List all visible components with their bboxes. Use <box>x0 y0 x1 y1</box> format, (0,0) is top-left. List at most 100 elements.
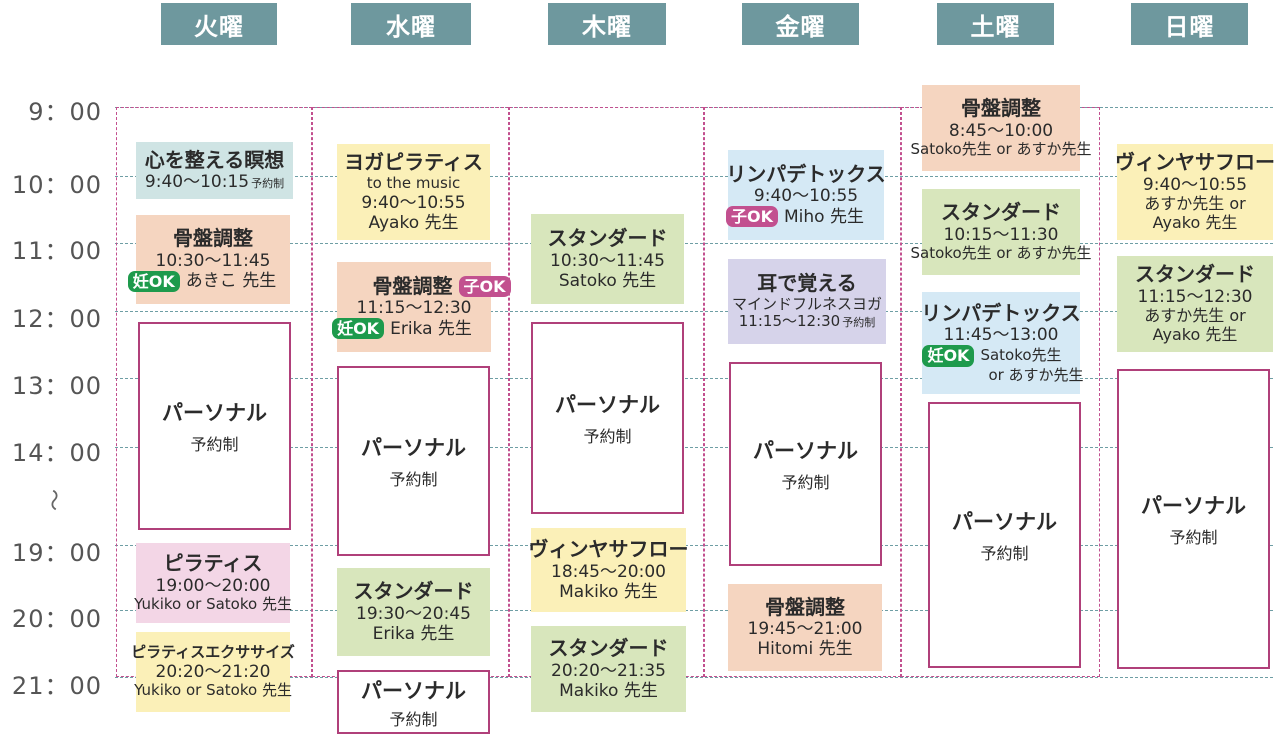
class-time: 9:40〜10:55 <box>361 192 466 213</box>
time-label-0900: 9：00 <box>28 98 102 126</box>
class-pelvis-wed[interactable]: 骨盤調整 子OK 11:15〜12:30 妊OK Erika 先生 <box>332 262 511 352</box>
class-teacher-alt: Ayako 先生 <box>1152 324 1238 344</box>
time-label-1400: 14：00 <box>11 439 102 467</box>
personal-session-fri[interactable]: パーソナル 予約制 <box>729 362 882 566</box>
class-title: 心を整える瞑想 <box>144 147 285 172</box>
class-time: 9:40〜10:55 <box>1142 174 1248 195</box>
class-vinyasa-thu[interactable]: ヴィンヤサフロー 18:45〜20:00 Makiko 先生 <box>529 528 689 612</box>
day-header-tue: 火曜 <box>161 3 277 45</box>
class-teacher: Makiko 先生 <box>559 680 658 701</box>
class-teacher: Satoko先生 or あすか先生 <box>910 243 1092 262</box>
class-title: ヨガピラティス <box>344 150 483 175</box>
time-label-2100: 21：00 <box>11 672 102 700</box>
class-pelvis-tue[interactable]: 骨盤調整 10:30〜11:45 妊OK あきこ 先生 <box>127 215 290 304</box>
class-time: 11:45〜13:00 <box>943 325 1059 346</box>
day-header-sat: 土曜 <box>937 3 1054 45</box>
time-label-1900: 19：00 <box>11 539 102 567</box>
personal-title: パーソナル <box>753 439 858 463</box>
pregnant-ok-badge: 妊OK <box>332 318 385 340</box>
personal-session-sun[interactable]: パーソナル 予約制 <box>1117 369 1270 669</box>
class-pelvis-sat[interactable]: 骨盤調整 8:45〜10:00 Satoko先生 or あすか先生 <box>911 85 1092 171</box>
class-standard-thu-am[interactable]: スタンダード 10:30〜11:45 Satoko 先生 <box>531 214 684 304</box>
class-teacher: Satoko先生 <box>980 346 1062 365</box>
personal-title: パーソナル <box>952 510 1057 534</box>
personal-session-wed-night[interactable]: パーソナル 予約制 <box>337 670 490 734</box>
class-time: 10:30〜11:45 <box>155 250 271 271</box>
child-ok-badge: 子OK <box>458 275 511 297</box>
personal-session-wed[interactable]: パーソナル 予約制 <box>337 366 490 556</box>
class-subtitle: マインドフルネスヨガ <box>731 294 882 313</box>
class-lymph-sat[interactable]: リンパデトックス 11:45〜13:00 妊OK Satoko先生 or あすか… <box>921 292 1084 394</box>
class-title: スタンダード <box>1135 262 1255 287</box>
class-time: 20:20〜21:35 <box>551 660 666 681</box>
class-teacher: Makiko 先生 <box>559 581 658 602</box>
personal-sub: 予約制 <box>1169 528 1218 547</box>
pregnant-ok-badge: 妊OK <box>922 345 975 367</box>
class-teacher: あきこ 先生 <box>185 271 277 292</box>
class-time: 10:15〜11:30 <box>943 224 1059 245</box>
personal-sub: 予約制 <box>190 435 239 454</box>
class-pilates-exercise-tue[interactable]: ピラティスエクササイズ 20:20〜21:20 Yukiko or Satoko… <box>131 632 295 712</box>
personal-title: パーソナル <box>1141 494 1246 518</box>
grid-line-1100 <box>115 243 1273 244</box>
class-title: 骨盤調整 <box>961 96 1041 121</box>
grid-line-1400 <box>115 447 1273 448</box>
class-time: 19:00〜20:00 <box>155 575 271 596</box>
grid-line-2000 <box>115 610 1273 611</box>
class-teacher-alt: or あすか先生 <box>988 365 1084 384</box>
child-ok-badge: 子OK <box>726 206 779 228</box>
class-time: 11:15〜12:30 <box>356 298 472 319</box>
class-teacher: あすか先生 or <box>1144 305 1246 325</box>
day-header-fri: 金曜 <box>742 3 859 45</box>
day-header-thu: 木曜 <box>548 3 666 45</box>
grid-line-1900 <box>115 545 1273 546</box>
class-yoga-pilates-wed[interactable]: ヨガピラティス to the music 9:40〜10:55 Ayako 先生 <box>337 144 490 240</box>
personal-session-thu[interactable]: パーソナル 予約制 <box>531 322 684 514</box>
class-subtitle: to the music <box>366 173 461 192</box>
personal-title: パーソナル <box>555 393 660 417</box>
personal-sub: 予約制 <box>389 470 438 489</box>
personal-sub: 予約制 <box>389 709 438 729</box>
time-label-2000: 20：00 <box>11 605 102 633</box>
class-standard-sun[interactable]: スタンダード 11:15〜12:30 あすか先生 or Ayako 先生 <box>1117 256 1273 352</box>
pregnant-ok-badge: 妊OK <box>127 270 180 292</box>
class-title: スタンダード <box>353 579 474 604</box>
class-time: 10:30〜11:45 <box>550 250 665 271</box>
personal-session-tue[interactable]: パーソナル 予約制 <box>138 322 291 530</box>
class-time: 9:40〜10:15 <box>144 172 250 193</box>
class-teacher: Hitomi 先生 <box>757 639 853 660</box>
class-teacher: Ayako 先生 <box>368 212 459 233</box>
class-teacher: Erika 先生 <box>372 623 455 644</box>
class-note: 予約制 <box>251 177 285 191</box>
day-header-wed: 水曜 <box>351 3 471 45</box>
class-time: 11:15〜12:30 <box>738 312 841 331</box>
class-time: 19:30〜20:45 <box>356 603 471 624</box>
class-time: 8:45〜10:00 <box>948 120 1054 141</box>
class-time: 9:40〜10:55 <box>753 186 859 207</box>
class-title: スタンダード <box>548 636 669 661</box>
class-title: リンパデトックス <box>921 300 1081 325</box>
class-pelvis-fri[interactable]: 骨盤調整 19:45〜21:00 Hitomi 先生 <box>728 584 882 671</box>
class-teacher: Miho 先生 <box>784 206 864 227</box>
class-teacher-alt: Ayako 先生 <box>1152 212 1238 232</box>
class-pilates-tue[interactable]: ピラティス 19:00〜20:00 Yukiko or Satoko 先生 <box>134 543 292 623</box>
class-title: 骨盤調整 <box>372 273 453 298</box>
class-title: 耳で覚える <box>757 271 857 296</box>
personal-session-sat[interactable]: パーソナル 予約制 <box>928 402 1081 668</box>
class-title: 骨盤調整 <box>765 594 845 619</box>
grid-line-1300 <box>115 378 1273 379</box>
time-label-1300: 13：00 <box>11 372 102 400</box>
class-title: 骨盤調整 <box>173 226 253 251</box>
class-note: 予約制 <box>842 316 876 330</box>
grid-line-2100 <box>115 677 1273 678</box>
class-vinyasa-sun[interactable]: ヴィンヤサフロー 9:40〜10:55 あすか先生 or Ayako 先生 <box>1115 144 1275 240</box>
personal-title: パーソナル <box>361 436 466 460</box>
class-teacher: Yukiko or Satoko 先生 <box>134 681 292 700</box>
class-standard-sat[interactable]: スタンダード 10:15〜11:30 Satoko先生 or あすか先生 <box>911 189 1092 275</box>
class-standard-thu-pm[interactable]: スタンダード 20:20〜21:35 Makiko 先生 <box>531 626 686 712</box>
class-standard-wed[interactable]: スタンダード 19:30〜20:45 Erika 先生 <box>337 568 490 656</box>
time-label-1100: 11：00 <box>11 237 102 265</box>
class-lymph-fri[interactable]: リンパデトックス 9:40〜10:55 子OK Miho 先生 <box>726 150 886 240</box>
